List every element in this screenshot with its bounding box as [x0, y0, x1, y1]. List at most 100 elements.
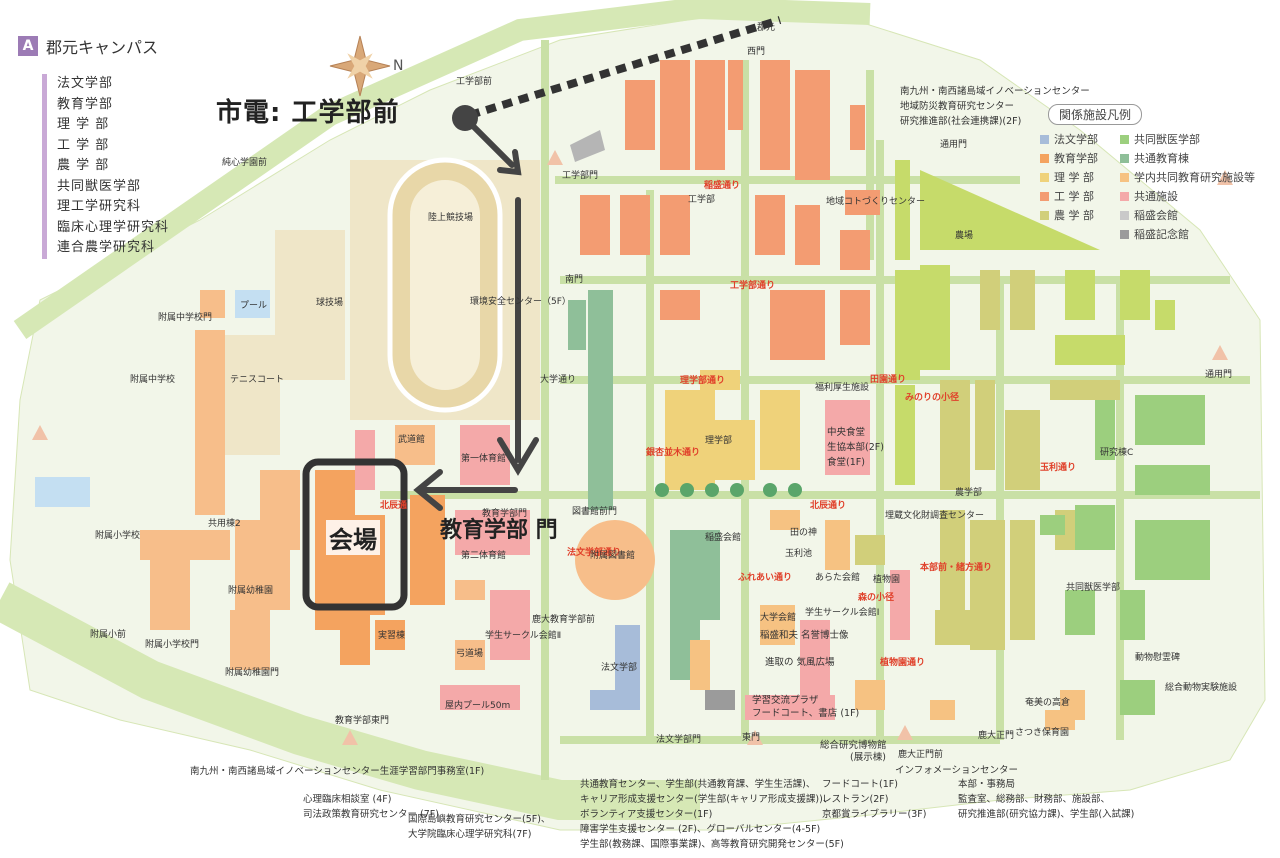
gate-label: 図書館前門: [572, 507, 618, 517]
building-label: 球技場: [316, 298, 344, 308]
legend-title: 関係施設凡例: [1048, 104, 1143, 125]
street-label: 純心学園前: [222, 158, 268, 168]
street-label: 法文学部通り: [567, 548, 622, 558]
tram-line: [468, 16, 782, 119]
innovation-center-annotation: 南九州・南西諸島域イノベーションセンター 地域防災教育研究センター 研究推進部(…: [900, 86, 1090, 127]
legend-item: 理 学 部: [1040, 169, 1120, 185]
legend-item: 学内共同教育研究施設等: [1120, 169, 1260, 185]
common-facilities: [745, 400, 910, 720]
gate-markers: [32, 150, 1233, 745]
route-arrows: [413, 122, 539, 511]
gate-label: 教育学部門: [482, 509, 528, 519]
building-label: 附属小学校門: [145, 640, 200, 650]
street-label: 北辰通り: [810, 501, 847, 511]
campus-title-text: 郡元キャンパス: [46, 38, 159, 57]
faculty-item: 工 学 部: [57, 137, 110, 153]
common-education-center-annotation: 共通教育センター、学生部(共通教育課、学生生活課)、 キャリア形成支援センター(…: [580, 779, 844, 850]
compass-rose-icon: [329, 35, 391, 97]
legend-item: 稲盛会館: [1120, 207, 1260, 223]
legend-item: 共通施設: [1120, 188, 1260, 204]
farm-fields: [895, 160, 1175, 485]
building-label: 附属幼稚園門: [225, 668, 280, 678]
street-label: みのりの小径: [905, 393, 960, 403]
outer-road: [13, 0, 871, 340]
building-label: テニスコート: [230, 375, 285, 385]
street-label: 稲盛通り: [704, 181, 741, 191]
legend-item: 工 学 部: [1040, 188, 1120, 204]
building-label: プール: [240, 301, 268, 311]
faculty-item: 理工学研究科: [57, 199, 142, 214]
veterinary-buildings: [1040, 395, 1210, 715]
faculty-item: 法文学部: [57, 76, 114, 91]
building-label: 附属幼稚園: [228, 586, 274, 596]
foodcourt-bookstore-label: フードコート、書店 (1F): [752, 708, 860, 719]
building-label: 共用棟2: [208, 519, 241, 529]
street-label: 森の小径: [858, 593, 895, 603]
compass-north-label: N: [393, 58, 404, 74]
building-label: 地域コトづくりセンター: [826, 197, 926, 207]
legend-item: 共同獣医学部: [1120, 131, 1260, 147]
building-label: 実習棟: [378, 631, 406, 641]
square-label: 進取の 気風広場: [765, 657, 835, 668]
legend-item-empty: [1040, 226, 1120, 242]
headquarters-annotation: 本部・事務局 監査室、総務部、財務部、施設部、 研究推進部(研究協力課)、学生部…: [958, 779, 1135, 820]
education-faculty-buildings: [315, 425, 530, 710]
street-label: 田園通り: [870, 375, 907, 385]
legend-item: 稲盛記念館: [1120, 226, 1260, 242]
street-label: 本部前・緒方通り: [920, 563, 993, 573]
building-label: 武道館: [398, 435, 426, 445]
gate-label: 法文学部門: [656, 735, 702, 745]
legend: 関係施設凡例 法文学部 共同獣医学部 教育学部 共通教育棟 理 学 部 学内共同…: [1040, 104, 1262, 242]
building-label: 農場: [955, 231, 974, 241]
learning-plaza-label: 学習交流プラザ: [752, 695, 819, 706]
building-label: 動物慰霊碑: [1135, 653, 1181, 663]
building-label: 第一体育館: [461, 454, 507, 464]
faculty-item: 農 学 部: [57, 158, 110, 173]
building-label: 理学部: [705, 436, 733, 446]
palm-trees: [655, 483, 802, 497]
building-label: 奄美の高倉: [1025, 698, 1071, 708]
faculty-list: 法文学部 教育学部 理 学 部 工 学 部 農 学 部 共同獣医学部 理工学研究…: [42, 74, 169, 259]
building-label: 農学部: [955, 488, 983, 498]
building-label: 弓道場: [456, 649, 484, 659]
building-label: 工学部: [688, 195, 716, 205]
gate-label: 東門: [742, 733, 761, 743]
tennis-court: [220, 335, 280, 455]
building-label: 法文学部: [601, 663, 638, 673]
faculty-item: 教育学部: [57, 96, 114, 112]
building-label: 植物園: [873, 575, 901, 585]
gate-label: 郡元: [757, 23, 776, 33]
gate-label: 鹿大正門前: [898, 750, 944, 760]
building-label: 大学会館: [760, 613, 797, 623]
building-label: さつき保育園: [1015, 728, 1070, 738]
building-label: 田の神: [790, 528, 818, 538]
tram-stop-callout: 市電: 工学部前: [216, 98, 400, 128]
street-label: 理学部通り: [680, 376, 726, 386]
faculty-item: 連合農学研究科: [57, 240, 156, 255]
agriculture-buildings: [855, 270, 1120, 650]
building-label: 埋蔵文化財調査センター: [885, 511, 985, 521]
building-label: 附属中学校門: [158, 313, 213, 323]
pool-2: [35, 477, 90, 507]
building-label: 学生サークル会館Ⅰ: [805, 608, 880, 618]
campus-badge: A: [18, 36, 38, 56]
street-label: 植物園通り: [880, 658, 926, 668]
museum-sub-label: (展示棟): [850, 752, 886, 763]
info-center-label: インフォメーションセンター: [895, 765, 1019, 776]
street-label: 銀杏並木通り: [646, 448, 701, 458]
road-grid: [380, 40, 1260, 780]
gate-label: 工学部前: [456, 77, 493, 87]
gate-label: 工学部門: [562, 171, 599, 181]
engineering-buildings: [580, 60, 880, 360]
gate-label: 鹿大正門: [978, 731, 1015, 741]
building-label: 共同獣医学部: [1066, 583, 1121, 593]
building-label: 総合動物実験施設: [1165, 683, 1238, 693]
counseling-annotation: 心理臨床相談室 (4F) 司法政策教育研究センター (7F): [303, 794, 439, 820]
gate-label: 西門: [747, 47, 766, 57]
building-label: 環境安全センター（5F）: [470, 297, 571, 307]
library: [575, 520, 655, 600]
building-label: 稲盛会館: [705, 533, 742, 543]
school-buildings: [140, 290, 300, 670]
legend-item: 農 学 部: [1040, 207, 1120, 223]
